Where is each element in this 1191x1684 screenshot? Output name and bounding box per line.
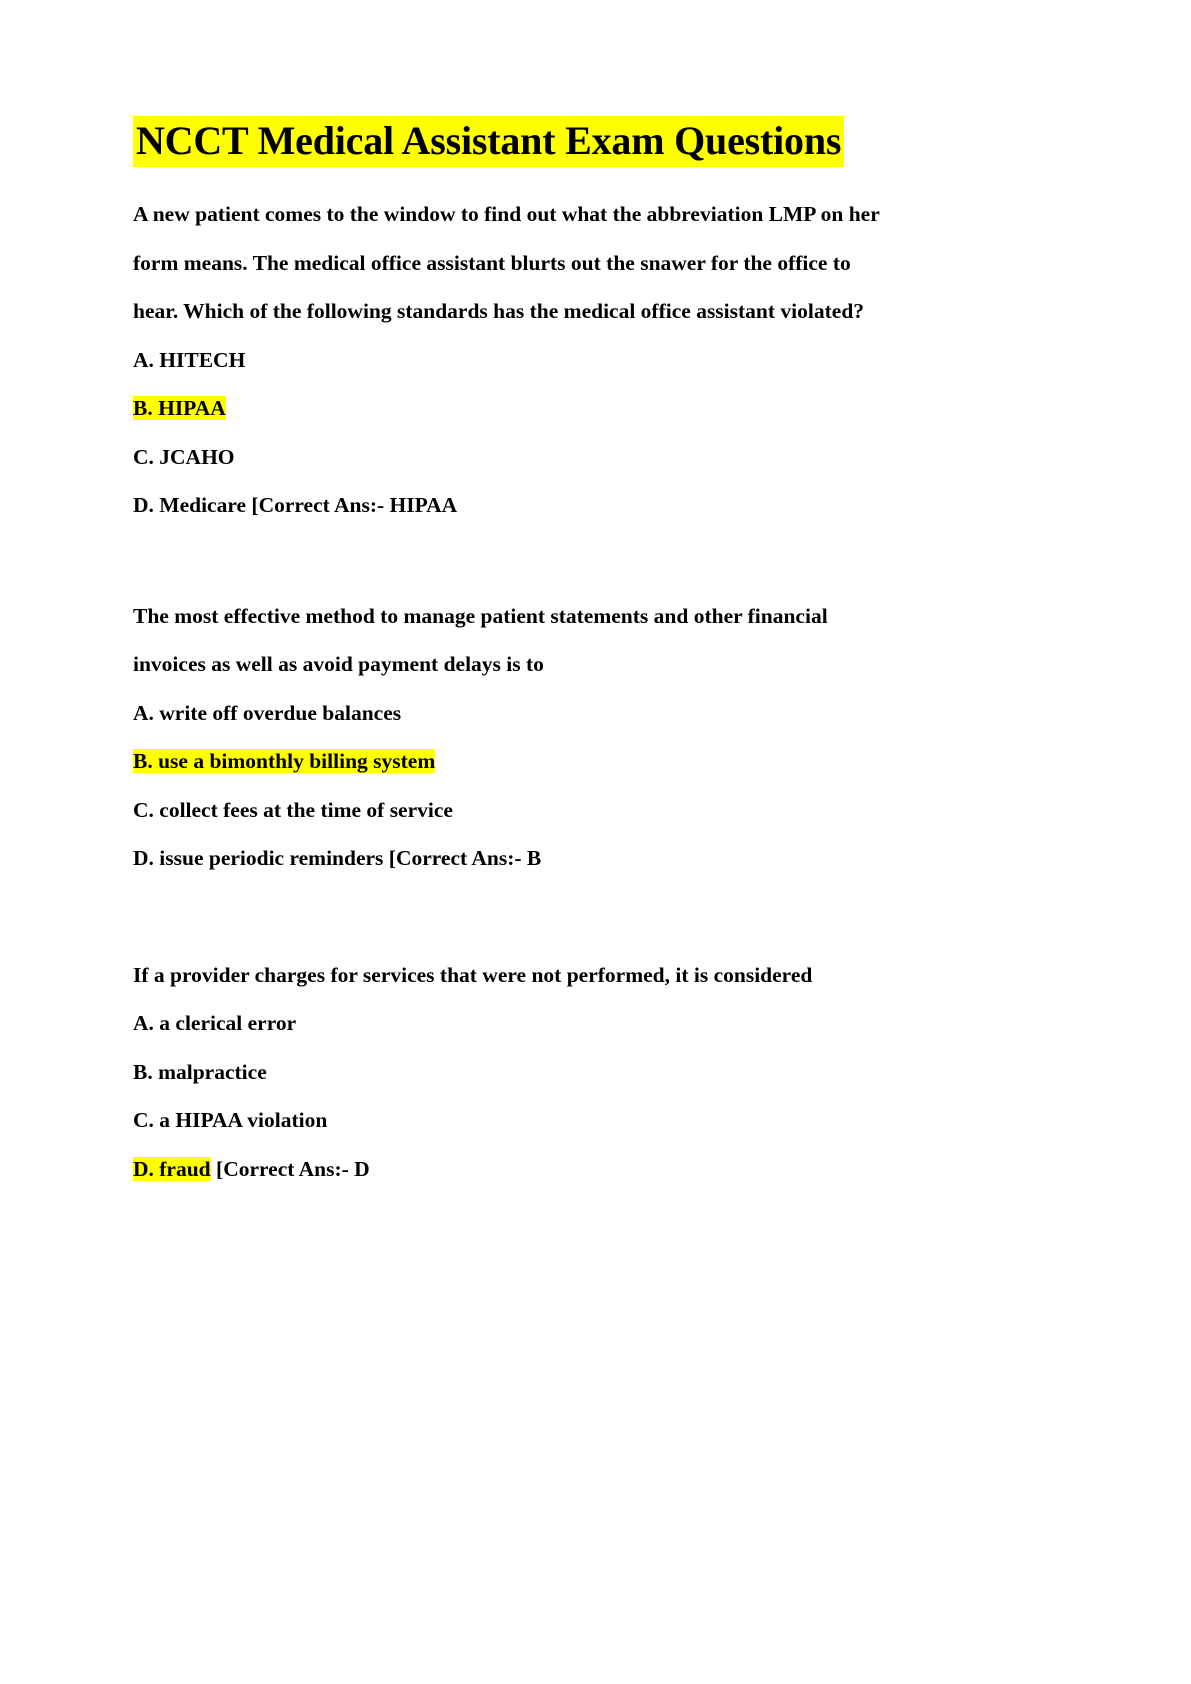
question-stem-line: A new patient comes to the window to fin… <box>133 202 880 227</box>
question-stem-line: The most effective method to manage pati… <box>133 603 828 628</box>
answer-option-c[interactable]: C. JCAHO <box>133 444 958 469</box>
answer-option-text: C. JCAHO <box>133 444 235 469</box>
question-stem-line: If a provider charges for services that … <box>133 962 813 987</box>
question-stem-2: The most effective method to manage pati… <box>133 603 958 677</box>
answer-option-d[interactable]: D. issue periodic reminders [Correct Ans… <box>133 848 958 870</box>
question-stem-line: invoices as well as avoid payment delays… <box>133 652 544 677</box>
answer-option-text: D. Medicare [Correct Ans:- HIPAA <box>133 493 458 518</box>
page-title: NCCT Medical Assistant Exam Questions <box>133 116 958 167</box>
title-spacer <box>133 164 958 204</box>
question-gap <box>133 897 958 965</box>
question-stem-line: form means. The medical office assistant… <box>133 250 851 275</box>
answer-option-text: B. use a bimonthly billing system <box>133 749 436 774</box>
page-title-text: NCCT Medical Assistant Exam Questions <box>133 116 845 167</box>
answer-option-text: C. collect fees at the time of service <box>133 797 453 822</box>
answer-option-d[interactable]: D. fraud [Correct Ans:- D <box>133 1156 958 1181</box>
document-content: NCCT Medical Assistant Exam Questions A … <box>133 116 958 1207</box>
answer-option-b[interactable]: B. use a bimonthly billing system <box>133 749 958 774</box>
answer-option-b[interactable]: B. malpractice <box>133 1059 958 1084</box>
answer-option-text: C. a HIPAA violation <box>133 1108 328 1133</box>
answer-option-a[interactable]: A. write off overdue balances <box>133 700 958 725</box>
answer-option-a[interactable]: A. HITECH <box>133 347 958 372</box>
answer-option-tail: [Correct Ans:- D <box>210 1156 370 1181</box>
answer-option-text: B. malpractice <box>133 1059 267 1084</box>
answer-option-b[interactable]: B. HIPAA <box>133 396 958 421</box>
answer-option-c[interactable]: C. collect fees at the time of service <box>133 797 958 822</box>
answer-option-a[interactable]: A. a clerical error <box>133 1013 958 1035</box>
question-block-2: The most effective method to manage pati… <box>133 603 958 870</box>
question-block-3: If a provider charges for services that … <box>133 962 958 1181</box>
answer-option-text: B. HIPAA <box>133 396 226 421</box>
question-stem-1: A new patient comes to the window to fin… <box>133 204 958 323</box>
answer-option-c[interactable]: C. a HIPAA violation <box>133 1110 958 1132</box>
answer-option-text: A. write off overdue balances <box>133 700 402 725</box>
question-block-1: A new patient comes to the window to fin… <box>133 204 958 517</box>
answer-option-d[interactable]: D. Medicare [Correct Ans:- HIPAA <box>133 495 958 517</box>
answer-option-text: A. HITECH <box>133 347 246 372</box>
question-gap <box>133 544 958 606</box>
answer-option-text: A. a clerical error <box>133 1011 297 1036</box>
question-stem-3: If a provider charges for services that … <box>133 962 958 987</box>
answer-option-text: D. issue periodic reminders [Correct Ans… <box>133 846 542 871</box>
answer-option-text: D. fraud <box>133 1156 211 1181</box>
question-stem-line: hear. Which of the following standards h… <box>133 299 865 324</box>
